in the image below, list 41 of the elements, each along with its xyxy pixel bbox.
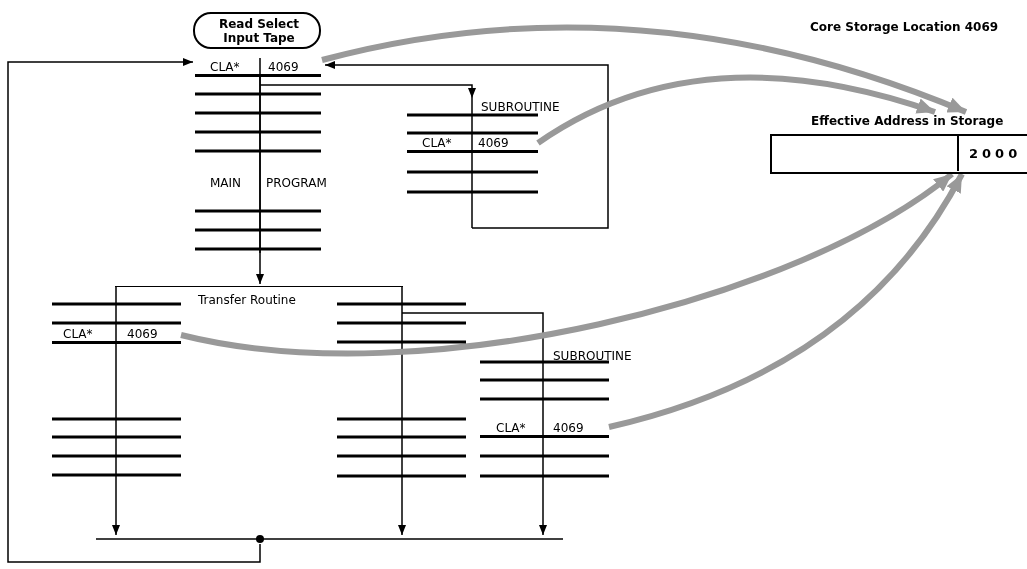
- program-label: SUBROUTINE: [553, 349, 632, 363]
- connector-line: [465, 312, 544, 350]
- routine-label: Transfer Routine: [198, 293, 296, 307]
- shaded-arrow: [608, 172, 965, 430]
- flow-arrow: [324, 61, 609, 229]
- flow-arrow: [7, 58, 261, 563]
- opcode-text: CLA*: [63, 327, 93, 341]
- storage-register: [770, 112, 1027, 174]
- address-text: 4069: [268, 60, 299, 74]
- connector-line: [401, 344, 403, 416]
- terminal-box: [193, 12, 321, 49]
- opcode-text: CLA*: [496, 421, 526, 435]
- flow-arrow: [320, 84, 476, 99]
- instruction-stack: [337, 415, 466, 478]
- terminal-text: Read Select Input Tape: [217, 17, 301, 45]
- program-label: SUBROUTINE: [481, 100, 560, 114]
- opcode-text: CLA*: [210, 60, 240, 74]
- program-label: PROGRAM: [266, 176, 327, 190]
- register-value: 2000: [957, 136, 1022, 171]
- connector-line: [401, 285, 403, 301]
- shaded-arrow: [180, 171, 954, 356]
- address-text: 4069: [478, 136, 509, 150]
- flow-arrow: [398, 477, 406, 536]
- storage-caption: Core Storage Location 4069: [810, 20, 999, 34]
- address-text: 4069: [553, 421, 584, 435]
- instruction-line: [195, 60, 321, 77]
- register-heading: Effective Address in Storage: [811, 114, 1004, 128]
- opcode-text: CLA*: [422, 136, 452, 150]
- shaded-arrow: [321, 24, 968, 115]
- instruction-line: [480, 421, 609, 438]
- instruction-line: [407, 136, 538, 153]
- instruction-stack: [52, 300, 181, 478]
- shaded-arrow: [536, 74, 936, 146]
- flow-arrow: [112, 477, 120, 536]
- junction-bar: [96, 534, 563, 544]
- program-label: MAIN: [208, 176, 242, 190]
- instruction-stack: [337, 300, 466, 345]
- flow-arrow: [539, 477, 547, 536]
- address-text: 4069: [127, 327, 158, 341]
- instruction-line: [52, 327, 181, 344]
- connector-line: [115, 285, 117, 301]
